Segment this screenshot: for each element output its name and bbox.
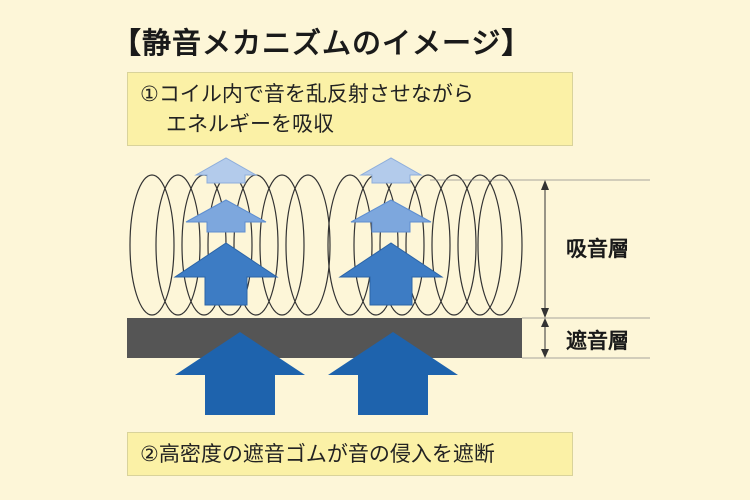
arrow-dark <box>175 332 305 415</box>
page-title: 【静音メカニズムのイメージ】 <box>112 26 532 60</box>
coil-loop <box>129 174 175 316</box>
absorb-arrows-right <box>338 157 444 306</box>
absorb-note-line1: ①コイル内で音を乱反射させながら <box>140 82 474 106</box>
arrow-pale <box>359 157 423 184</box>
block-note: ②高密度の遮音ゴムが音の侵入を遮断 <box>127 432 573 476</box>
arrow-light <box>350 199 432 233</box>
absorb-note: ①コイル内で音を乱反射させながら エネルギーを吸収 <box>127 72 573 146</box>
arrow-dark <box>328 332 458 415</box>
block-layer-label: 遮音層 <box>566 329 629 353</box>
coil-loop <box>155 174 201 316</box>
coil-loop <box>431 174 477 316</box>
coil-loop <box>405 174 451 316</box>
coil-loop <box>259 174 305 316</box>
block-layer-bar <box>127 318 522 358</box>
coil-springs <box>129 174 523 316</box>
coil-loop <box>477 174 523 316</box>
absorb-arrows-left <box>173 157 279 306</box>
coil-loop <box>327 174 373 316</box>
arrow-mid <box>173 242 279 306</box>
arrow-mid <box>338 242 444 306</box>
dimension-lines <box>430 179 650 359</box>
incoming-arrows <box>175 332 458 415</box>
absorb-layer-label: 吸音層 <box>566 237 629 261</box>
coil-loop <box>457 174 503 316</box>
absorb-note-line2: エネルギーを吸収 <box>166 112 334 136</box>
coil-loop <box>285 174 331 316</box>
arrow-pale <box>194 157 258 184</box>
arrow-light <box>185 199 267 233</box>
